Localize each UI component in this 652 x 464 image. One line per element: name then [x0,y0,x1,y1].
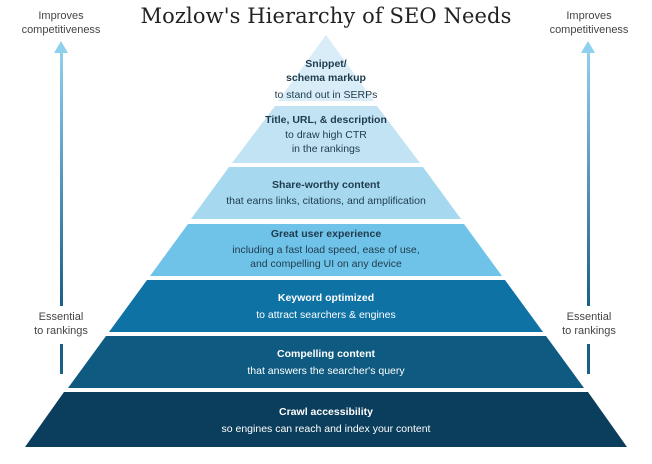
right-bottom-label: Essential to rankings [562,311,616,337]
layer-heading: Title, URL, & description [265,114,387,126]
layer-4-shape [150,224,502,276]
right-top-label: Improves competitiveness [549,10,629,36]
layer-heading: Compelling content [277,348,375,360]
layer-heading: Great user experience [270,228,382,240]
layer-compelling-content: Compelling content that answers the sear… [0,347,652,378]
layer-6-shape [68,336,584,388]
layer-description: including a fast load speed, ease of use… [232,244,420,270]
layer-heading: Snippet/ schema markup [286,58,366,84]
right-up-arrow-icon [581,41,595,374]
layer-share-worthy-content: Share-worthy content that earns links, c… [0,178,652,208]
left-top-label: Improves competitiveness [21,10,101,36]
left-up-arrow-icon [54,41,68,374]
layer-description: that earns links, citations, and amplifi… [226,195,426,207]
layer-great-user-experience: Great user experience including a fast l… [0,227,652,271]
layer-7-shape [25,392,627,447]
layer-description: to draw high CTR in the rankings [285,129,367,155]
layer-snippet-schema: Snippet/ schema markup to stand out in S… [0,57,652,102]
layer-2-shape [232,106,420,163]
layer-keyword-optimized: Keyword optimized to attract searchers &… [0,291,652,322]
layer-description: to stand out in SERPs [274,89,378,101]
left-bottom-label: Essential to rankings [34,311,88,337]
diagram-title: Mozlow's Hierarchy of SEO Needs [140,4,512,28]
layer-heading: Share-worthy content [272,179,380,191]
layer-description: to attract searchers & engines [256,309,396,321]
layer-heading: Keyword optimized [277,292,375,304]
layer-1-shape [278,35,374,101]
layer-title-url-description: Title, URL, & description to draw high C… [0,113,652,156]
layer-crawl-accessibility: Crawl accessibility so engines can reach… [0,405,652,436]
layer-heading: Crawl accessibility [279,406,373,418]
layer-description: so engines can reach and index your cont… [221,423,431,435]
layer-description: that answers the searcher's query [247,365,405,377]
layer-5-shape [109,280,543,332]
layer-3-shape [191,167,461,219]
